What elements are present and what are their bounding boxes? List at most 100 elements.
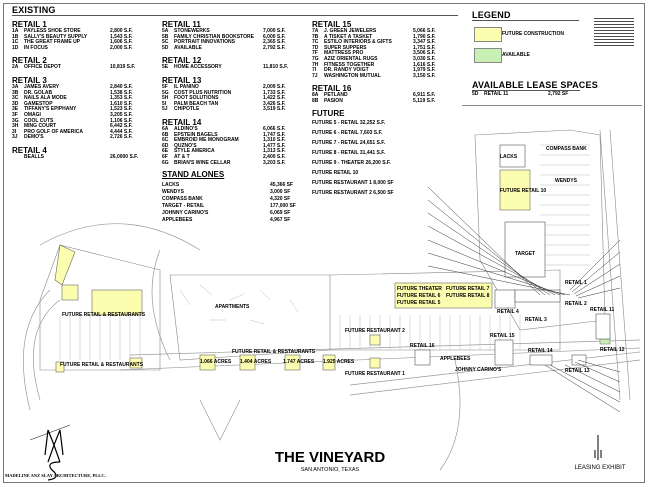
tenant-size: 2,726 S.F. [110,134,133,141]
tenant-name: PRO GOLF OF AMERICA [24,128,83,135]
existing-heading: EXISTING [12,5,56,15]
disclaimer-note [594,18,634,48]
tenant-size: 11,810 S.F. [263,64,289,71]
tenant-code: 8A [312,92,319,99]
label-retail-16: RETAIL 16 [410,343,435,349]
tenant-name: MING COURT [24,123,57,130]
tenant-name: PAYLESS SHOE STORE [24,28,81,34]
label-applebees: APPLEBEES [440,356,471,362]
future-retail-west-bldg-b [61,284,79,301]
tenant-code: 1C [12,39,19,46]
tenant-name: FAMILY CHRISTIAN BOOKSTORE [174,33,254,40]
tenant-size: 3,150 S.F. [413,72,436,79]
label-retail-1: RETAIL 1 [565,280,587,286]
tenant-size: 1,979 S.F. [413,67,436,74]
stand-alone-size: 45,366 SF [270,182,294,188]
tenant-name: MATTRESS PRO [324,50,364,57]
label-retail-15: RETAIL 15 [490,333,515,339]
future-retail-west-bldg-c [91,289,143,316]
stand-alones-heading: STAND ALONES [162,170,225,179]
tenant-group-heading: RETAIL 11 [162,20,201,29]
stand-alone-row: TARGET - RETAIL 177,000 SF [162,203,297,210]
tenant-size: 2,365 S.F. [263,39,286,46]
tenant-code: 3C [12,95,19,102]
tenant-name: IN FOCUS [24,44,48,51]
tenant-code: 8B [312,97,319,104]
future-item: FUTURE 9 - THEATER 26,200 S.F. [312,160,391,166]
available-space-5d [599,338,611,345]
label-future-restaurant-2: FUTURE RESTAURANT 2 [345,328,405,334]
tenant-name: IL PANINO [174,83,199,90]
tenant-size: 5,119 S.F. [413,97,436,104]
label-future-retail-west: FUTURE RETAIL & RESTAURANTS [62,312,146,318]
label-retail-11: RETAIL 11 [590,307,614,313]
tenant-group-heading: RETAIL 3 [12,75,47,85]
label-acres-2: 1.404 ACRES [240,359,272,365]
future-retail-10-pad [499,169,531,211]
stand-alone-name: JOHNNY CARINO'S [162,210,209,216]
tenant-code: 5D [162,44,169,51]
label-acres-3: 1.747 ACRES [283,359,315,365]
tenant-name: SALLY'S BEAUTY SUPPLY [24,33,88,40]
retail-3-building [514,289,561,303]
tenant-name: DEMO'S [24,134,44,141]
tenant-size: 2,792 S.F. [263,44,286,51]
retail-4-building [494,289,516,309]
tenant-code: 7D [312,44,319,51]
label-retail-4: RETAIL 4 [497,309,519,315]
tenant-size: 1,313 S.F. [263,148,286,155]
tenant-code: 5B [162,33,169,40]
tenant-name: ALDINO'S [174,125,198,132]
label-future-retail-center: FUTURE RETAIL & RESTAURANTS [232,349,316,355]
tenant-name: AZIZ ORIENTAL RUGS [324,55,378,62]
lacks-building [499,144,526,168]
tenant-name: FITNESS TOGETHER [324,61,375,68]
tenant-code: 5G [162,89,169,96]
tenant-size: 4,444 S.F. [110,128,133,135]
stand-alone-name: WENDYS [162,189,184,195]
tenant-size: 2,800 S.F. [110,28,133,34]
label-future-retail-south: FUTURE RETAIL & RESTAURANTS [60,362,144,368]
tenant-name: PETLAND [324,92,348,99]
label-compass-bank: COMPASS BANK [546,146,587,152]
future-theater-retail-5-8 [394,282,493,309]
stand-alone-size: 177,000 SF [270,203,296,209]
tenant-size: 6,442 S.F. [110,123,133,130]
available-row: 5D RETAIL 11 2,792 SF [472,91,582,98]
tenant-size: 2,000 S.F. [110,44,133,51]
tenant-code: 3A [12,83,19,90]
tenant-name: A TISKET A TASKET [324,33,373,40]
tenant-code: 5E [162,64,169,71]
tenant-size: 1,751 S.F. [413,44,436,51]
legend-heading: LEGEND [472,10,511,20]
stand-alone-name: TARGET - RETAIL [162,203,205,209]
tenant-name: CHIPOTLE [174,106,200,113]
future-restaurant-1-pad [369,357,381,369]
tenant-size: 1,310 S.F. [263,137,286,144]
available-code: 5D [472,91,479,97]
project-location: SAN ANTONIO, TEXAS [300,467,360,473]
tenant-code: 5J [162,106,168,113]
retail-14-building [529,354,553,366]
